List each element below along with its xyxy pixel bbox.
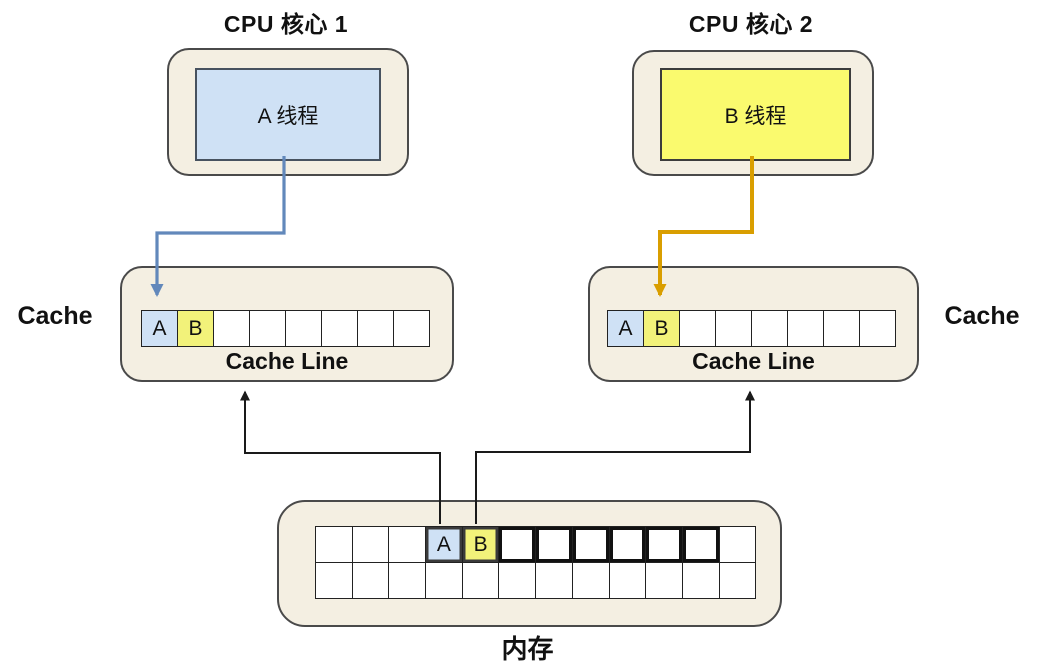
memory-cell bbox=[718, 526, 757, 563]
thread-a-label: A 线程 bbox=[257, 104, 319, 128]
cache-line-label-right: Cache Line bbox=[692, 348, 815, 374]
cpu2-title: CPU 核心 2 bbox=[688, 11, 814, 37]
memory-cell bbox=[718, 562, 757, 599]
memory-cell bbox=[681, 562, 720, 599]
cache-cell: A bbox=[607, 310, 644, 347]
memory-cell bbox=[498, 562, 537, 599]
memory-cell bbox=[608, 562, 647, 599]
cache-cell bbox=[357, 310, 394, 347]
cache-cell: B bbox=[177, 310, 214, 347]
memory-cell bbox=[608, 526, 647, 563]
cache-cell: A bbox=[141, 310, 178, 347]
memory-cell bbox=[461, 562, 500, 599]
cache-cell: B bbox=[643, 310, 680, 347]
cache-cell bbox=[393, 310, 430, 347]
cache-label-left: Cache bbox=[17, 302, 93, 330]
memory-cell bbox=[571, 526, 610, 563]
memory-row-2 bbox=[315, 562, 757, 599]
memory-cell bbox=[535, 562, 573, 599]
memory-cell bbox=[535, 526, 573, 563]
memory-cell bbox=[315, 562, 353, 599]
memory-cell: A bbox=[425, 526, 463, 563]
cache-cell bbox=[787, 310, 824, 347]
memory-cell bbox=[351, 526, 390, 563]
memory-cell bbox=[571, 562, 610, 599]
memory-cell bbox=[315, 526, 353, 563]
memory-cell bbox=[645, 526, 683, 563]
memory-cell bbox=[388, 562, 427, 599]
memory-cell bbox=[425, 562, 463, 599]
cache-cell bbox=[679, 310, 716, 347]
cache-label-right: Cache bbox=[944, 302, 1020, 330]
memory-cell bbox=[681, 526, 720, 563]
memory-cell: B bbox=[461, 526, 500, 563]
cache-cell bbox=[285, 310, 322, 347]
cache-cell bbox=[249, 310, 286, 347]
memory-cell bbox=[388, 526, 427, 563]
memory-cell bbox=[498, 526, 537, 563]
cache-cell bbox=[859, 310, 896, 347]
thread-a-box: A 线程 bbox=[195, 68, 381, 161]
thread-b-label: B 线程 bbox=[724, 104, 787, 128]
cache-line-label-left: Cache Line bbox=[225, 348, 349, 374]
cache-cell bbox=[213, 310, 250, 347]
cache-cell bbox=[823, 310, 860, 347]
cache-cell bbox=[321, 310, 358, 347]
memory-cell bbox=[351, 562, 390, 599]
memory-label: 内存 bbox=[501, 634, 554, 664]
memory-cell bbox=[645, 562, 683, 599]
cache-cell bbox=[751, 310, 788, 347]
cache-cell bbox=[715, 310, 752, 347]
thread-b-box: B 线程 bbox=[660, 68, 851, 161]
cpu1-title: CPU 核心 1 bbox=[223, 11, 349, 37]
